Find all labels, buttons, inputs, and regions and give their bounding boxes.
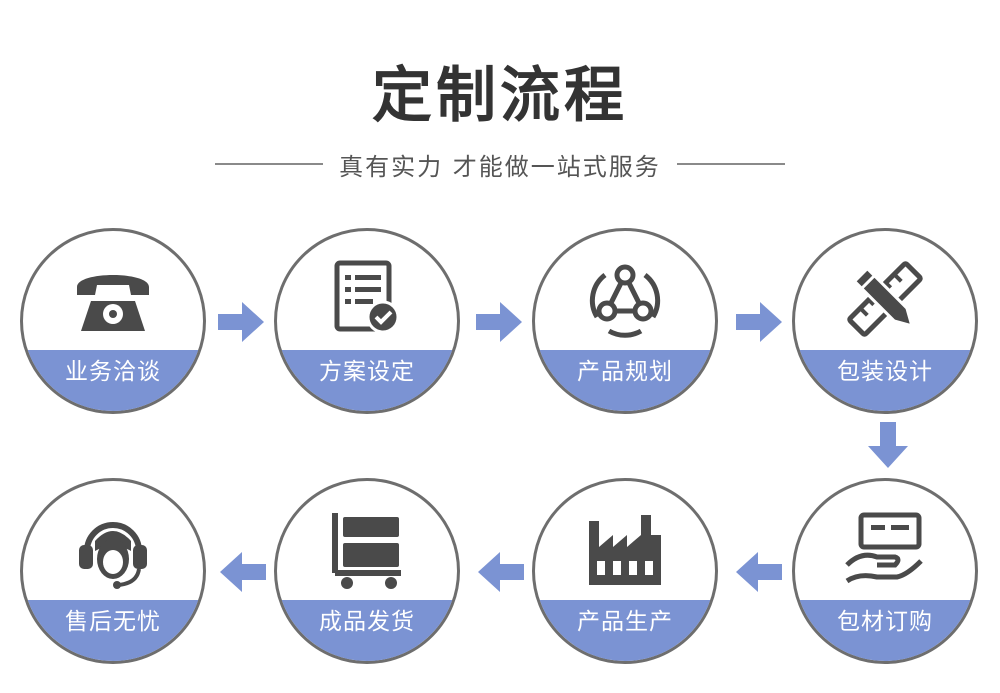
- card-hand-icon: [843, 507, 927, 591]
- page-title: 定制流程: [372, 61, 628, 131]
- step-label: 售后无忧: [65, 609, 161, 635]
- step-band: [795, 600, 975, 661]
- step-label: 产品规划: [577, 359, 673, 385]
- step-packaging-purchase: 包材订购: [792, 478, 978, 664]
- step-packaging-design: 包装设计: [792, 228, 978, 414]
- arrow-left-icon: [478, 552, 524, 592]
- step-band: [23, 350, 203, 411]
- step-band: [795, 350, 975, 411]
- arrow-left-icon: [220, 552, 266, 592]
- step-after-sales: 售后无忧: [20, 478, 206, 664]
- factory-icon: [583, 507, 667, 591]
- arrow-left-icon: [736, 552, 782, 592]
- subtitle: 真有实力 才能做一站式服务: [339, 152, 661, 181]
- step-label: 方案设定: [319, 359, 415, 385]
- document-check-icon: [325, 257, 409, 341]
- network-triangle-icon: [583, 257, 667, 341]
- telephone-icon: [71, 257, 155, 341]
- arrow-right-icon: [736, 302, 782, 342]
- step-band: [535, 600, 715, 661]
- step-label: 包材订购: [837, 609, 933, 635]
- subtitle-left-line: [215, 163, 324, 165]
- step-band: [23, 600, 203, 661]
- arrow-right-icon: [476, 302, 522, 342]
- step-production: 产品生产: [532, 478, 718, 664]
- step-band: [535, 350, 715, 411]
- subtitle-row: 真有实力 才能做一站式服务: [0, 144, 1000, 184]
- step-plan-setting: 方案设定: [274, 228, 460, 414]
- cargo-cart-icon: [325, 507, 409, 591]
- step-product-planning: 产品规划: [532, 228, 718, 414]
- pencil-ruler-icon: [843, 257, 927, 341]
- subtitle-right-line: [676, 163, 785, 165]
- step-band: [277, 600, 457, 661]
- step-band: [277, 350, 457, 411]
- step-label: 产品生产: [577, 609, 673, 635]
- step-label: 业务洽谈: [65, 359, 161, 385]
- arrow-down-icon: [868, 422, 908, 468]
- step-business-negotiation: 业务洽谈: [20, 228, 206, 414]
- arrow-right-icon: [218, 302, 264, 342]
- step-label: 包装设计: [837, 359, 933, 385]
- step-finished-shipping: 成品发货: [274, 478, 460, 664]
- step-label: 成品发货: [319, 609, 415, 635]
- headset-icon: [71, 507, 155, 591]
